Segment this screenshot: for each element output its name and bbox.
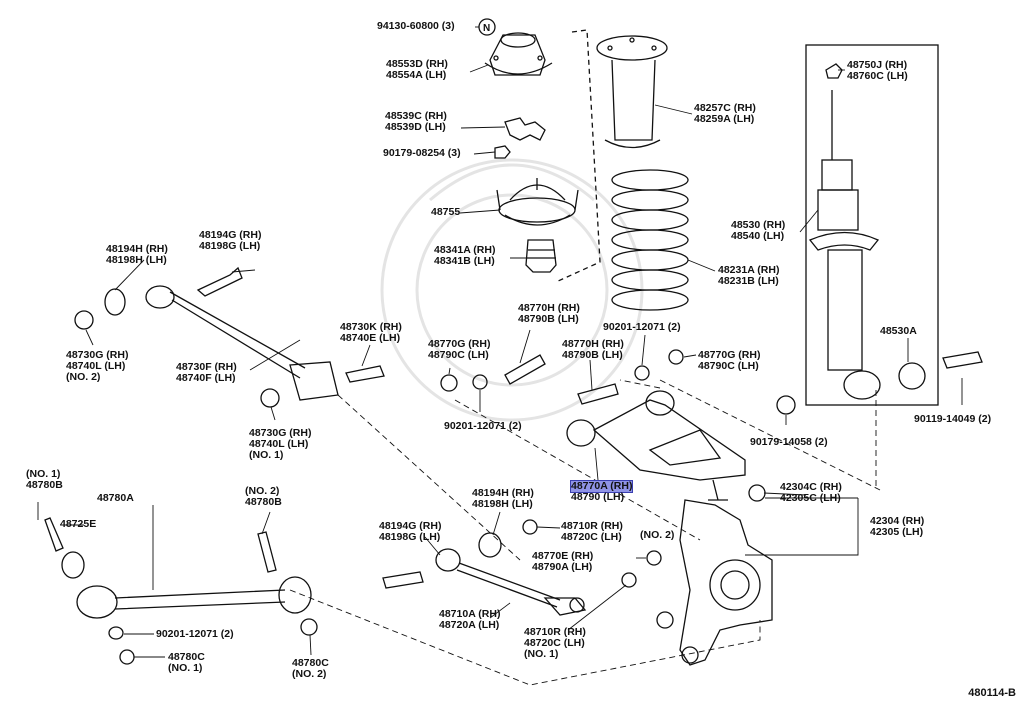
part-label-48780C-no1[interactable]: 48780C(NO. 1)	[168, 651, 205, 674]
part-label-48725E[interactable]: 48725E	[60, 518, 97, 530]
nut-icon	[108, 626, 124, 640]
highlighted-part-number: 48770A (RH)	[569, 480, 634, 493]
assembly-boundary	[555, 29, 601, 283]
part-label-48770H-right[interactable]: 48770H (RH)48790B (LH)	[562, 338, 624, 361]
shock-absorber-icon	[808, 63, 881, 400]
figure-code: 480114-B	[968, 687, 1016, 699]
part-label-48770G-right[interactable]: 48770G (RH)48790C (LH)	[698, 349, 761, 372]
part-label-48341A[interactable]: 48341A (RH)48341B (LH)	[434, 244, 496, 267]
part-label-42304[interactable]: 42304 (RH)42305 (LH)	[870, 515, 925, 538]
bushing-icon	[478, 532, 502, 558]
dust-boot-icon	[596, 35, 668, 149]
part-label-48553D[interactable]: 48553D (RH)48554A (LH)	[386, 58, 448, 81]
part-label-48750J[interactable]: 48750J (RH)48760C (LH)	[847, 59, 908, 82]
part-label-48231A[interactable]: 48231A (RH)48231B (LH)	[718, 264, 780, 287]
part-label-90179-08254[interactable]: 90179-08254 (3)	[383, 147, 461, 159]
part-label-90201-12071-bottom[interactable]: 90201-12071 (2)	[156, 628, 234, 640]
part-label-48194H-bottom[interactable]: 48194H (RH)48198H (LH)	[472, 487, 534, 510]
part-label-48257C[interactable]: 48257C (RH)48259A (LH)	[694, 102, 756, 125]
nut-icon: N	[478, 18, 496, 36]
upper-support-icon	[484, 32, 553, 76]
bushing-icon	[898, 362, 926, 390]
part-label-90201-12071-top[interactable]: 90201-12071 (2)	[603, 321, 681, 333]
bolt-icon	[345, 365, 385, 383]
lateral-link-icon	[145, 285, 339, 401]
nut-icon	[300, 618, 318, 636]
bolt-icon	[382, 571, 424, 589]
coil-spring-icon	[611, 169, 689, 311]
part-label-48780B-no2[interactable]: (NO. 2)48780B	[245, 485, 282, 508]
nut-icon	[440, 374, 458, 392]
lower-arm-icon	[76, 576, 312, 619]
nut-icon	[472, 374, 488, 390]
part-label-48730G-no1[interactable]: 48730G (RH)48740L (LH)(NO. 1)	[249, 427, 312, 461]
svg-text:N: N	[483, 23, 490, 34]
part-label-94130-60800[interactable]: 94130-60800 (3)	[377, 20, 455, 32]
bushing-icon	[104, 288, 126, 316]
bolt-icon	[44, 517, 64, 552]
part-label-48755[interactable]: 48755	[431, 206, 461, 218]
bolt-icon	[196, 266, 243, 297]
part-label-48780B-no1[interactable]: (NO. 1)48780B	[26, 468, 63, 491]
nut-icon	[634, 365, 650, 381]
part-label-48780A[interactable]: 48780A	[97, 492, 134, 504]
nut-icon	[494, 145, 511, 159]
part-label-48539C[interactable]: 48539C (RH)48539D (LH)	[385, 110, 447, 133]
part-label-90119-14049[interactable]: 90119-14049 (2)	[914, 413, 992, 425]
bracket-icon	[504, 117, 546, 141]
part-label-48194G-top[interactable]: 48194G (RH)48198G (LH)	[199, 229, 262, 252]
bolt-icon	[942, 351, 983, 369]
bolt-icon	[577, 383, 619, 405]
nut-icon	[260, 388, 280, 408]
nut-icon	[522, 519, 538, 535]
assembly-lines	[289, 379, 881, 686]
nut-icon	[776, 395, 796, 415]
watermark-logo	[380, 158, 644, 422]
part-label-48770G-left[interactable]: 48770G (RH)48790C (LH)	[428, 338, 491, 361]
nut-icon	[119, 649, 135, 665]
part-label-48710R-no1[interactable]: 48710R (RH)48720C (LH)(NO. 1)	[524, 626, 586, 660]
bump-stopper-icon	[525, 239, 557, 273]
part-label-48730K[interactable]: 48730K (RH)48740E (LH)	[340, 321, 402, 344]
knuckle-icon	[656, 499, 773, 666]
part-label-48530[interactable]: 48530 (RH)48540 (LH)	[731, 219, 786, 242]
nut-icon	[668, 349, 684, 365]
part-label-48730G-no2[interactable]: 48730G (RH)48740L (LH)(NO. 2)	[66, 349, 129, 383]
bushing-icon	[748, 484, 766, 502]
part-label-48710A[interactable]: 48710A (RH)48720A (LH)	[439, 608, 501, 631]
part-label-90201-12071-mid[interactable]: 90201-12071 (2)	[444, 420, 522, 432]
upper-arm-icon	[566, 390, 746, 501]
part-label-48770E[interactable]: 48770E (RH)48790A (LH)	[532, 550, 594, 573]
nut-icon	[74, 310, 94, 330]
part-label-48770H-left[interactable]: 48770H (RH)48790B (LH)	[518, 302, 580, 325]
part-label-no2[interactable]: (NO. 2)	[640, 529, 675, 541]
toe-link-icon	[435, 548, 587, 616]
part-label-48770A[interactable]: 48770A (RH)48790 (LH)	[569, 480, 634, 503]
part-label-90179-14058[interactable]: 90179-14058 (2)	[750, 436, 828, 448]
strut-mount-icon	[496, 178, 579, 226]
bolt-icon	[504, 354, 546, 385]
bolt-icon	[257, 531, 277, 573]
nut-icon	[621, 572, 637, 588]
part-label-48530A[interactable]: 48530A	[880, 325, 917, 337]
part-label-48710R-no2[interactable]: 48710R (RH)48720C (LH)	[561, 520, 623, 543]
bushing-icon	[61, 551, 85, 579]
part-label-48730F[interactable]: 48730F (RH)48740F (LH)	[176, 361, 237, 384]
part-label-42304C[interactable]: 42304C (RH)42305C (LH)	[780, 481, 842, 504]
leader-lines	[37, 26, 963, 658]
part-label-48780C-no2[interactable]: 48780C(NO. 2)	[292, 657, 329, 680]
shock-absorber-box	[805, 44, 939, 406]
nut-icon	[646, 550, 662, 566]
part-label-48194G-bottom[interactable]: 48194G (RH)48198G (LH)	[379, 520, 442, 543]
part-label-48194H-left[interactable]: 48194H (RH)48198H (LH)	[106, 243, 168, 266]
